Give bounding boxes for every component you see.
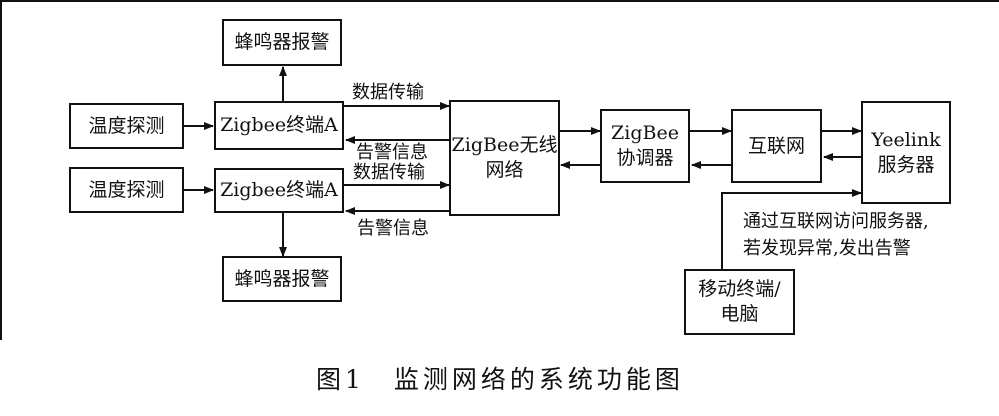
node-zigbee-network: ZigBee无线 网络	[449, 100, 560, 216]
node-zigbee-network-line2: 网络	[485, 159, 524, 181]
node-zigbee-network-line1: ZigBee无线	[451, 134, 558, 157]
node-buzzer-bottom: 蜂鸣器报警	[222, 256, 342, 302]
edge-label-alarm-info-1: 告警信息	[356, 142, 428, 163]
node-buzzer-top: 蜂鸣器报警	[222, 19, 342, 66]
node-coordinator: ZigBee 协调器	[600, 109, 690, 183]
figure-caption: 图1 监测网络的系统功能图	[316, 365, 684, 394]
node-yeelink-server: Yeelink 服务器	[861, 101, 951, 204]
node-temp-detect-2: 温度探测	[69, 167, 184, 213]
node-mobile-terminal: 移动终端/ 电脑	[684, 269, 795, 335]
edge-label-data-transfer-1: 数据传输	[352, 82, 424, 103]
node-mobile-line1: 移动终端/	[698, 278, 781, 301]
mobile-note-line2: 若发现异常,发出告警	[743, 238, 911, 259]
node-zigbee-terminal-2: Zigbee终端A	[214, 168, 344, 213]
node-coordinator-line1: ZigBee	[611, 122, 679, 145]
arrow-mobile-to-yeelink	[721, 189, 862, 269]
mobile-note-line1: 通过互联网访问服务器,	[743, 211, 929, 232]
node-temp-detect-1: 温度探测	[69, 103, 184, 149]
edge-label-data-transfer-2: 数据传输	[353, 162, 425, 183]
node-yeelink-line1: Yeelink	[871, 128, 941, 151]
node-coordinator-line2: 协调器	[616, 147, 674, 169]
node-mobile-line2: 电脑	[720, 303, 759, 325]
node-internet: 互联网	[731, 109, 822, 183]
node-zigbee-terminal-1: Zigbee终端A	[214, 101, 344, 150]
node-yeelink-line2: 服务器	[877, 153, 935, 176]
edge-label-alarm-info-2: 告警信息	[357, 218, 429, 239]
